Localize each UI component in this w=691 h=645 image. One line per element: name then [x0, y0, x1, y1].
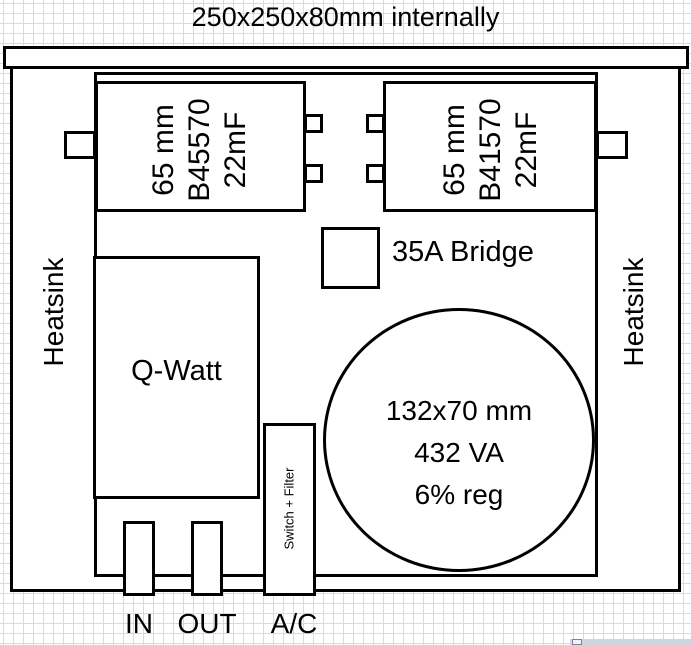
switch-filter-module: [263, 423, 316, 596]
window-edge-mark: [572, 639, 582, 645]
capacitor-left-part: B45570: [183, 98, 216, 202]
enclosure-lid: [3, 46, 689, 69]
transformer-size: 132x70 mm: [385, 395, 533, 426]
capacitor-left-labels: 65 mm B45570 22mF: [146, 85, 254, 215]
switch-filter-label: Switch + Filter: [281, 467, 297, 550]
qwatt-module: [93, 256, 260, 499]
transformer-labels: 132x70 mm 432 VA 6% reg: [323, 390, 595, 516]
bridge-rectifier: [321, 227, 380, 289]
capacitor-left-size: 65 mm: [147, 104, 180, 196]
capacitor-left-value: 22mF: [219, 111, 252, 189]
diagram-title: 250x250x80mm internally: [191, 2, 500, 32]
connector-in-label: IN: [125, 608, 153, 639]
capacitor-right-terminal: [596, 131, 628, 159]
heatsink-right-label: Heatsink: [618, 257, 649, 367]
capacitor-left: [95, 81, 306, 212]
qwatt-label: Q-Watt: [131, 355, 222, 387]
connector-ac-label: A/C: [270, 608, 318, 639]
transformer-regulation: 6% reg: [414, 479, 504, 510]
capacitor-left-terminal: [304, 164, 323, 183]
capacitor-right-labels: 65 mm B41570 22mF: [437, 85, 545, 215]
bridge-label: 35A Bridge: [392, 236, 534, 268]
capacitor-left-terminal: [304, 114, 323, 133]
transformer-rating: 432 VA: [414, 437, 504, 468]
window-edge-strip: [570, 639, 691, 645]
capacitor-left-terminal: [64, 131, 96, 159]
connector-out-label: OUT: [177, 608, 237, 639]
capacitor-right-value: 22mF: [510, 111, 543, 189]
connector-in: [123, 521, 155, 596]
toroidal-transformer: [323, 308, 595, 572]
capacitor-right: [383, 81, 597, 212]
capacitor-right-part: B41570: [474, 98, 507, 202]
heatsink-left-label: Heatsink: [38, 257, 69, 367]
capacitor-right-size: 65 mm: [438, 104, 471, 196]
connector-out: [191, 521, 223, 596]
